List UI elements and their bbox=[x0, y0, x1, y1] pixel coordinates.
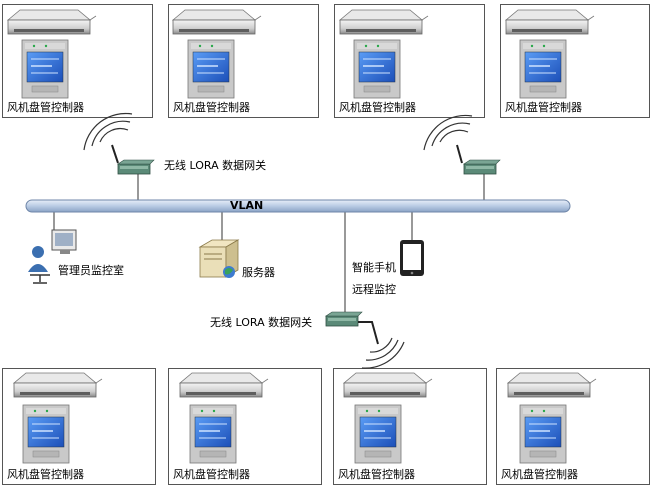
admin-label: 管理员监控室 bbox=[58, 264, 124, 277]
fan-coil-icon bbox=[339, 9, 429, 35]
vlan-label: VLAN bbox=[230, 199, 264, 212]
fcu-label: 风机盘管控制器 bbox=[505, 101, 582, 114]
controller-icon bbox=[187, 39, 235, 99]
fcu-label: 风机盘管控制器 bbox=[173, 468, 250, 481]
controller-icon bbox=[189, 404, 237, 464]
lora-gateway-icon bbox=[463, 159, 501, 175]
wireless-signal-icon bbox=[361, 337, 405, 369]
fcu-label: 风机盘管控制器 bbox=[339, 101, 416, 114]
fcu-label: 风机盘管控制器 bbox=[7, 101, 84, 114]
controller-icon bbox=[21, 39, 69, 99]
phone-label-line1: 智能手机 bbox=[352, 261, 396, 274]
gateway-bottom-label: 无线 LORA 数据网关 bbox=[210, 316, 313, 329]
antenna-icon bbox=[111, 144, 119, 164]
lora-gateway-icon bbox=[325, 311, 363, 327]
lora-gateway-icon bbox=[117, 159, 155, 175]
gateway-top-label: 无线 LORA 数据网关 bbox=[164, 159, 267, 172]
smartphone-icon bbox=[400, 240, 424, 276]
fan-coil-icon bbox=[507, 372, 597, 398]
controller-icon bbox=[353, 39, 401, 99]
antenna-icon bbox=[456, 144, 463, 164]
fan-coil-icon bbox=[505, 9, 595, 35]
fcu-label: 风机盘管控制器 bbox=[338, 468, 415, 481]
antenna-icon bbox=[358, 321, 379, 345]
wireless-signal-icon bbox=[423, 114, 473, 151]
fcu-label: 风机盘管控制器 bbox=[501, 468, 578, 481]
fan-coil-icon bbox=[343, 372, 433, 398]
controller-icon bbox=[519, 404, 567, 464]
fan-coil-icon bbox=[172, 9, 262, 35]
controller-icon bbox=[354, 404, 402, 464]
fcu-label: 风机盘管控制器 bbox=[7, 468, 84, 481]
vlan-bus bbox=[25, 199, 571, 213]
controller-icon bbox=[22, 404, 70, 464]
wireless-signal-icon bbox=[83, 112, 133, 151]
server-icon bbox=[198, 239, 240, 278]
fan-coil-icon bbox=[7, 9, 97, 35]
phone-label-line2: 远程监控 bbox=[352, 283, 396, 296]
server-label: 服务器 bbox=[242, 266, 275, 279]
admin-workstation-icon bbox=[28, 229, 77, 284]
fan-coil-icon bbox=[179, 372, 269, 398]
controller-icon bbox=[519, 39, 567, 99]
fan-coil-icon bbox=[13, 372, 103, 398]
fcu-label: 风机盘管控制器 bbox=[173, 101, 250, 114]
